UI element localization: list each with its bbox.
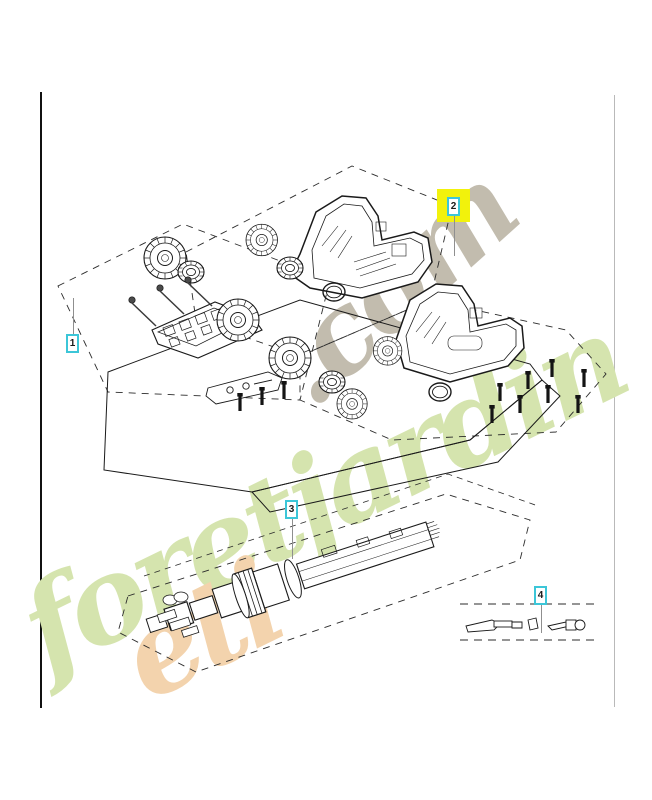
drive-shaft-assembly bbox=[145, 521, 440, 638]
callout-1[interactable]: 1 bbox=[66, 334, 79, 353]
page-border-right bbox=[614, 95, 615, 707]
callout-2-leader bbox=[454, 216, 455, 256]
callout-4-leader bbox=[541, 605, 542, 633]
callout-2[interactable]: 2 bbox=[447, 197, 460, 216]
lower-housing-casting bbox=[372, 283, 587, 423]
page-border-left bbox=[40, 92, 42, 708]
group-3-boundary bbox=[117, 473, 539, 673]
gear-chain-assembly bbox=[128, 236, 368, 420]
upper-housing-casting bbox=[245, 195, 433, 302]
callout-3[interactable]: 3 bbox=[285, 500, 298, 519]
callout-1-leader bbox=[73, 298, 74, 334]
group-4-boundary bbox=[460, 603, 596, 641]
small-parts-assembly bbox=[465, 617, 586, 633]
group-2b-boundary bbox=[299, 299, 607, 441]
callout-4[interactable]: 4 bbox=[534, 586, 547, 605]
callout-3-leader bbox=[292, 519, 293, 559]
mounting-plate-outline bbox=[103, 299, 561, 513]
